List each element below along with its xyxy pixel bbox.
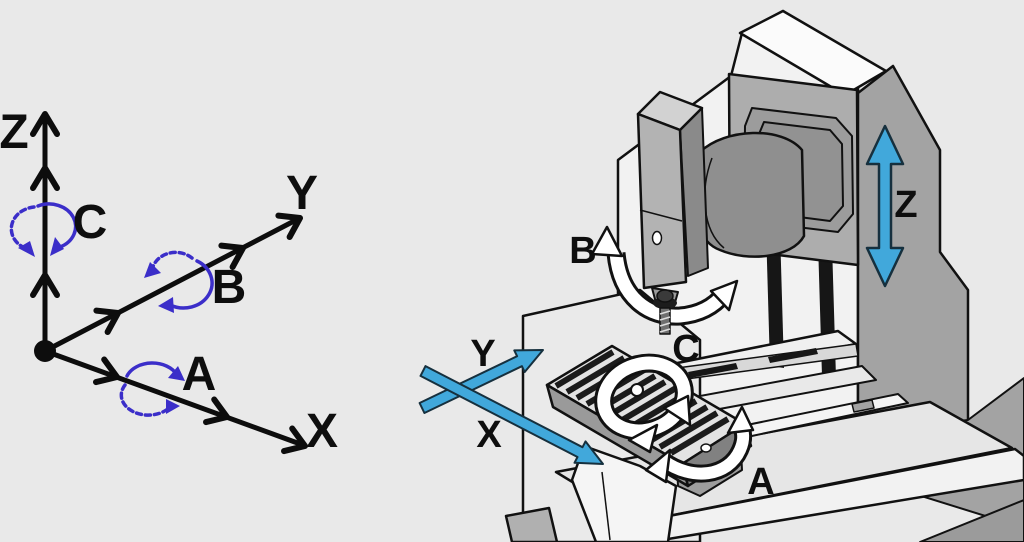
axis-label-y: Y [285, 167, 319, 220]
b-rotation-arrow [144, 250, 214, 313]
machine-axis-label-x: X [476, 414, 502, 456]
cnc-machine-illustration [418, 9, 1024, 542]
table-center-pivot [630, 383, 644, 397]
coordinate-axes-diagram [9, 111, 308, 455]
slide-slot [688, 363, 738, 378]
machine-x-arrow [419, 365, 604, 465]
x-axis-chevrons [93, 356, 308, 455]
axis-label-x: X [305, 405, 339, 458]
machine-axis-label-y: Y [470, 333, 496, 375]
machine-rotation-label-c: C [672, 328, 700, 370]
y-rail-notch [851, 399, 875, 413]
rotation-label-a: A [181, 348, 217, 401]
slide-slot [768, 348, 818, 363]
spindle-seam [639, 209, 683, 222]
spindle-tool [651, 287, 679, 335]
z-axis-chevrons [30, 111, 60, 298]
x-axis-line [42, 348, 306, 448]
spindle-hole [651, 230, 663, 246]
machine-rotation-label-b: B [569, 230, 597, 272]
base-corner-gray [919, 499, 1024, 542]
small-left-wedge [504, 506, 559, 542]
machine-z-arrow [865, 124, 905, 288]
c-rotation-arrow [9, 202, 78, 257]
pedestal-seam [601, 471, 611, 541]
rotation-label-b: B [211, 261, 247, 314]
machine-a-rotation-arrow [644, 405, 755, 484]
axis-label-z: Z [0, 106, 29, 159]
origin-dot [34, 340, 56, 362]
machine-y-arrow [418, 349, 544, 414]
spindle-block-front [636, 112, 688, 290]
table-front-dot [700, 443, 712, 453]
rotation-label-c: C [72, 196, 108, 249]
a-rotation-arrow [119, 361, 185, 417]
y-axis-line [42, 216, 301, 354]
machine-rotation-label-a: A [747, 461, 775, 503]
y-axis-chevrons [93, 212, 303, 335]
machine-b-rotation-arrow [590, 225, 739, 326]
machine-axis-label-z: Z [894, 184, 918, 226]
machine-top-beam [738, 9, 888, 97]
table-pedestal [570, 444, 678, 542]
spindle-drum [692, 131, 806, 258]
machine-c-rotation-arrow [594, 353, 694, 454]
